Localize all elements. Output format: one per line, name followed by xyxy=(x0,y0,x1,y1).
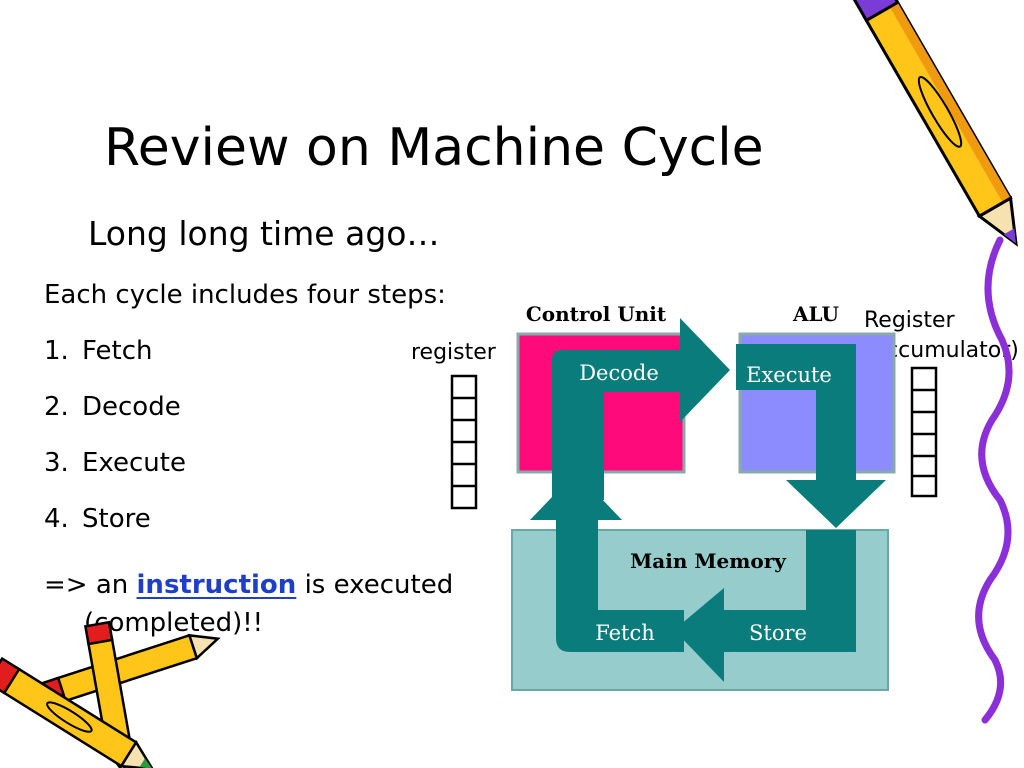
conclusion-continuation: (completed)!! xyxy=(84,608,264,638)
instruction-keyword: instruction xyxy=(136,570,297,600)
register-stack xyxy=(450,374,478,510)
conclusion-prefix: => an xyxy=(44,570,129,600)
step-number: 3. xyxy=(44,448,69,478)
step-item: 1. Fetch xyxy=(44,336,153,366)
main-memory-label: Main Memory xyxy=(630,549,787,573)
step-label: Fetch xyxy=(82,336,153,366)
fetch-arrow xyxy=(530,472,684,652)
accumulator-register-stack xyxy=(910,366,938,498)
fetch-label: Fetch xyxy=(595,621,655,645)
slide-title: Review on Machine Cycle xyxy=(104,118,764,178)
pencil-icon xyxy=(851,0,1018,247)
slide-subtitle: Long long time ago… xyxy=(88,214,440,253)
step-number: 1. xyxy=(44,336,69,366)
execute-label: Execute xyxy=(746,363,832,387)
conclusion-suffix: is executed xyxy=(304,570,454,600)
register-label: register xyxy=(411,340,496,365)
alu-label: ALU xyxy=(792,302,839,326)
store-arrow xyxy=(674,530,856,682)
accumulator-line1: Register xyxy=(864,308,955,333)
step-label: Execute xyxy=(82,448,186,478)
step-label: Decode xyxy=(82,392,181,422)
control-unit-label: Control Unit xyxy=(526,302,667,326)
decode-label: Decode xyxy=(579,361,659,385)
step-item: 3. Execute xyxy=(44,448,186,478)
vine-decoration xyxy=(975,236,1013,724)
step-number: 2. xyxy=(44,392,69,422)
execute-arrow xyxy=(736,344,886,528)
decode-arrow xyxy=(552,318,730,500)
step-label: Store xyxy=(82,504,151,534)
step-item: 2. Decode xyxy=(44,392,181,422)
conclusion-text: => an instruction is executed (completed… xyxy=(44,566,494,642)
pencils-cluster-icon xyxy=(0,620,221,768)
step-number: 4. xyxy=(44,504,69,534)
intro-text: Each cycle includes four steps: xyxy=(44,280,446,310)
step-item: 4. Store xyxy=(44,504,151,534)
store-label: Store xyxy=(749,621,807,645)
